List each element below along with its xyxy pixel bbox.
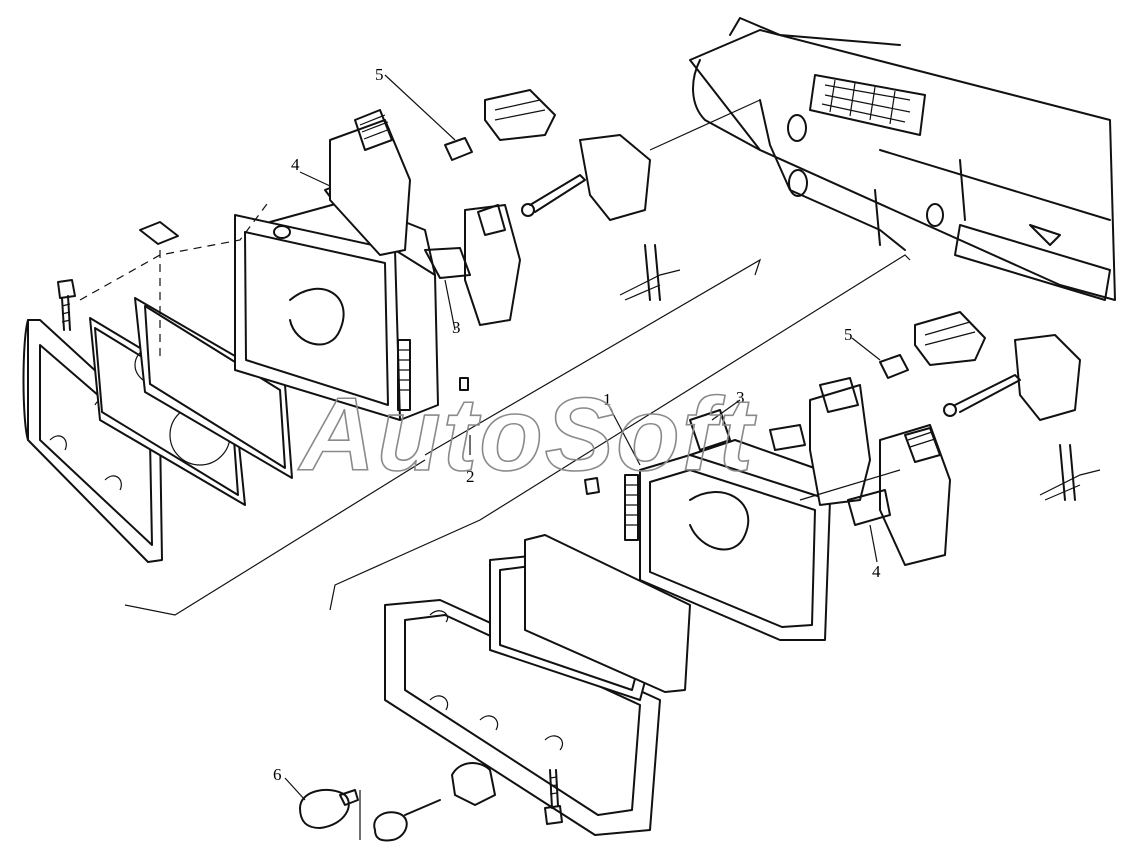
- right-bulb-5: [879, 354, 909, 379]
- right-upper-boot: [809, 384, 871, 506]
- callout-2: 2: [466, 467, 475, 486]
- right-lower-boot: [879, 424, 951, 566]
- left-clip: [139, 221, 179, 245]
- callout-3-right: 3: [736, 388, 745, 407]
- right-bezel-frame: [384, 599, 661, 836]
- callout-4-right: 4: [872, 562, 881, 581]
- right-gasket: [524, 534, 691, 693]
- callout-3-left: 3: [452, 318, 461, 337]
- callout-1: 1: [603, 390, 612, 409]
- callout-4-left: 4: [291, 155, 300, 174]
- watermark: AutoSoft: [297, 377, 757, 493]
- leader-lines: [124, 74, 911, 801]
- side-lamp-bulb-6: [299, 788, 350, 829]
- callout-labels: 5 4 3 2 1 3 5 4 6: [273, 65, 881, 784]
- left-headlamp-assembly: [22, 89, 681, 563]
- right-headlamp-assembly: [299, 311, 1101, 842]
- callout-6: 6: [273, 765, 282, 784]
- callout-5-right: 5: [844, 325, 853, 344]
- left-screw: [57, 279, 76, 299]
- left-bulb-5: [444, 137, 473, 161]
- left-upper-boot: [329, 119, 411, 256]
- right-screw: [544, 805, 563, 825]
- vehicle-front-body: [689, 17, 1116, 301]
- callout-5-left: 5: [375, 65, 384, 84]
